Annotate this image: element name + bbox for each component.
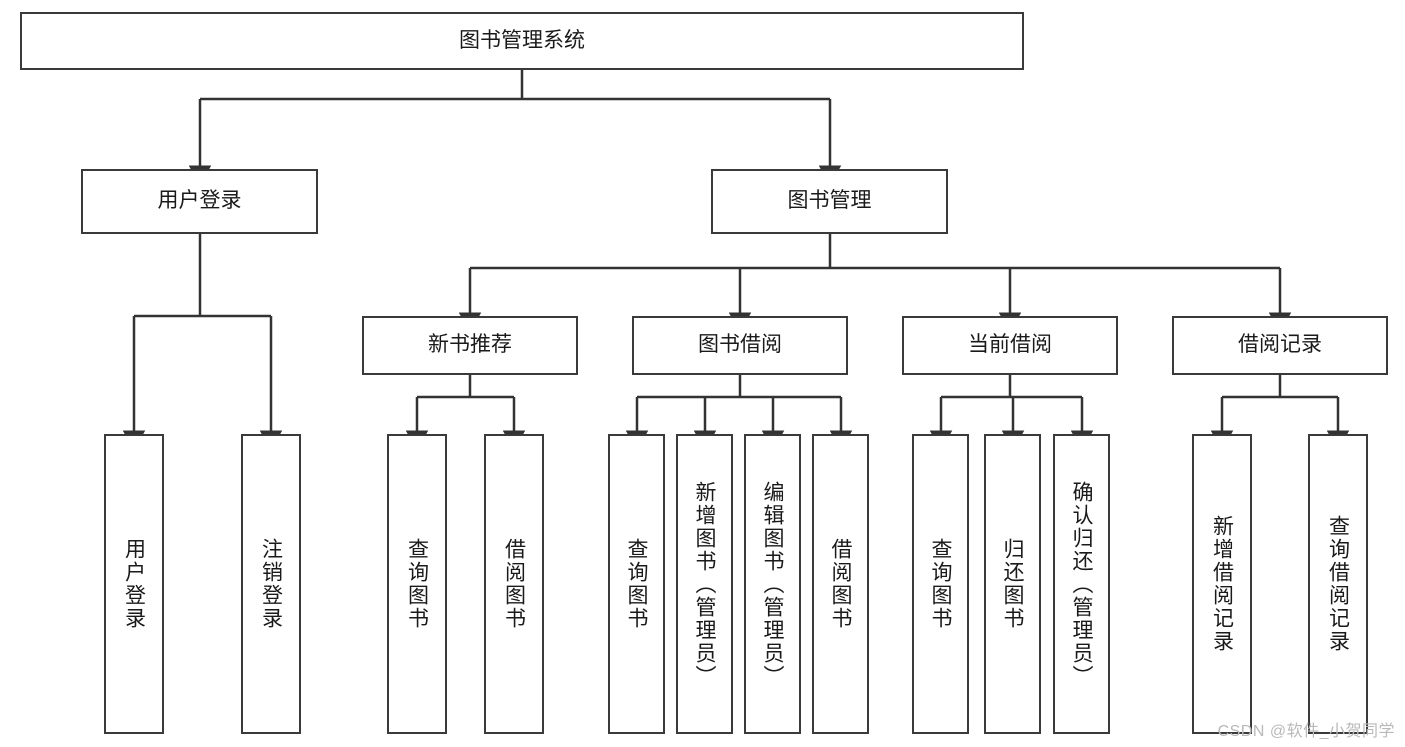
node-leaf-confirm-return-label: 确认归还（管理员） [1070,480,1093,688]
node-leaf-borrow-book-label: 借阅图书 [829,538,852,630]
node-user-login-label: 用户登录 [157,189,242,213]
node-leaf-add-book[interactable]: 新增图书（管理员） [676,434,733,734]
node-leaf-query-record-label: 查询借阅记录 [1326,515,1350,653]
node-leaf-return-book[interactable]: 归还图书 [984,434,1041,734]
node-leaf-query-book-borrow[interactable]: 查询图书 [608,434,665,734]
node-leaf-add-record[interactable]: 新增借阅记录 [1192,434,1252,734]
node-borrow-record[interactable]: 借阅记录 [1172,316,1388,375]
node-leaf-borrow-book[interactable]: 借阅图书 [812,434,869,734]
node-leaf-confirm-return[interactable]: 确认归还（管理员） [1053,434,1110,734]
node-current-borrow[interactable]: 当前借阅 [902,316,1118,375]
node-borrow-record-label: 借阅记录 [1238,333,1322,357]
node-root-label: 图书管理系统 [459,28,585,52]
node-leaf-query-book-borrow-label: 查询图书 [625,538,648,630]
node-leaf-query-book-rec-label: 查询图书 [405,538,429,630]
node-leaf-borrow-book-rec-label: 借阅图书 [502,538,526,630]
node-book-manage-label: 图书管理 [787,189,872,213]
node-book-manage[interactable]: 图书管理 [711,169,948,234]
watermark: CSDN @软件_小贺同学 [1217,723,1395,740]
node-leaf-edit-book[interactable]: 编辑图书（管理员） [744,434,801,734]
node-leaf-query-record[interactable]: 查询借阅记录 [1308,434,1368,734]
node-book-borrow[interactable]: 图书借阅 [632,316,848,375]
node-leaf-query-book-cur-label: 查询图书 [929,538,952,630]
node-new-book-recommend[interactable]: 新书推荐 [362,316,578,375]
node-current-borrow-label: 当前借阅 [968,333,1052,357]
node-leaf-add-record-label: 新增借阅记录 [1210,515,1234,653]
node-leaf-query-book-rec[interactable]: 查询图书 [387,434,447,734]
node-leaf-user-login-label: 用户登录 [122,538,146,630]
node-leaf-add-book-label: 新增图书（管理员） [693,480,716,688]
node-root[interactable]: 图书管理系统 [20,12,1024,70]
node-leaf-user-logout[interactable]: 注销登录 [241,434,301,734]
node-leaf-edit-book-label: 编辑图书（管理员） [761,480,784,688]
node-user-login[interactable]: 用户登录 [81,169,318,234]
node-leaf-user-logout-label: 注销登录 [259,538,283,630]
node-leaf-query-book-cur[interactable]: 查询图书 [912,434,969,734]
node-book-borrow-label: 图书借阅 [698,333,782,357]
node-leaf-return-book-label: 归还图书 [1001,538,1024,630]
connector-lines [122,70,1350,451]
node-leaf-user-login[interactable]: 用户登录 [104,434,164,734]
node-leaf-borrow-book-rec[interactable]: 借阅图书 [484,434,544,734]
node-new-book-recommend-label: 新书推荐 [428,333,512,357]
